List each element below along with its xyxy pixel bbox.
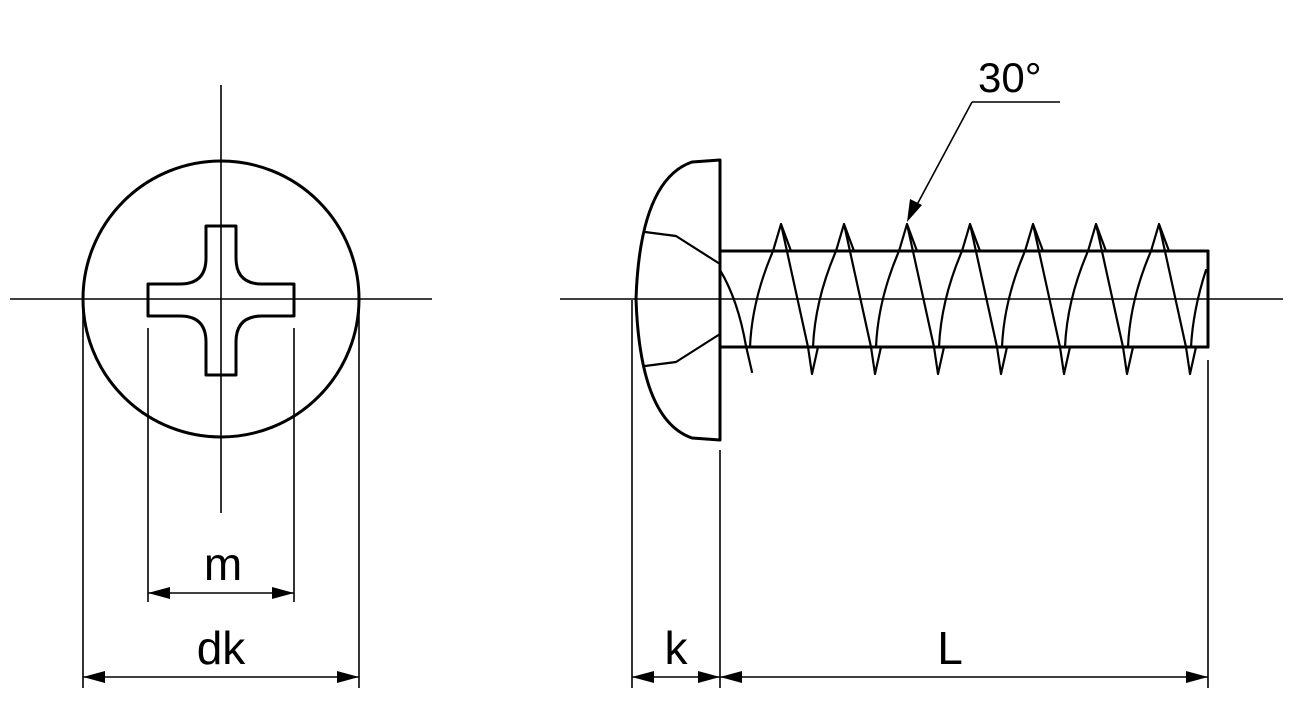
thread-crest xyxy=(834,222,883,376)
thread-flank xyxy=(1126,249,1153,349)
thread-flank xyxy=(874,249,901,349)
angle-label: 30° xyxy=(978,54,1042,101)
thread-crest xyxy=(1086,222,1135,376)
head-recess-line-top xyxy=(643,230,722,266)
m-arrow-right xyxy=(272,587,294,599)
thread-crest xyxy=(1149,222,1198,376)
L-arrow-right xyxy=(1186,671,1208,683)
head-recess-line-bottom xyxy=(643,332,722,368)
dk-arrow-left xyxy=(83,671,105,683)
thread-crest xyxy=(771,222,820,376)
angle-leader-arrow xyxy=(907,199,922,222)
thread-flank xyxy=(1000,249,1027,349)
thread-crests xyxy=(771,222,1198,376)
thread-flank xyxy=(811,249,838,349)
dk-label: dk xyxy=(197,622,247,674)
k-arrow-left xyxy=(632,671,654,683)
thread-flank xyxy=(748,249,775,349)
k-arrow-right xyxy=(698,671,720,683)
thread-crest xyxy=(1023,222,1072,376)
thread-crest xyxy=(897,222,946,376)
thread-start xyxy=(718,268,754,374)
thread-flank xyxy=(1063,249,1090,349)
m-arrow-left xyxy=(148,587,170,599)
dk-arrow-right xyxy=(337,671,359,683)
L-label: L xyxy=(937,622,963,674)
pan-head-outline xyxy=(634,158,722,442)
thread-crest xyxy=(960,222,1009,376)
L-arrow-left xyxy=(720,671,742,683)
angle-leader-diagonal xyxy=(911,101,973,215)
thread-flank xyxy=(1189,268,1208,349)
screw-side-view: 30° k L xyxy=(560,54,1283,688)
thread-flank xyxy=(937,249,964,349)
thread-flanks xyxy=(748,249,1208,349)
phillips-recess-icon xyxy=(146,224,296,377)
k-label: k xyxy=(665,622,689,674)
m-label: m xyxy=(204,538,242,590)
head-front-view: m dk xyxy=(10,85,432,688)
head-circle xyxy=(81,159,361,439)
